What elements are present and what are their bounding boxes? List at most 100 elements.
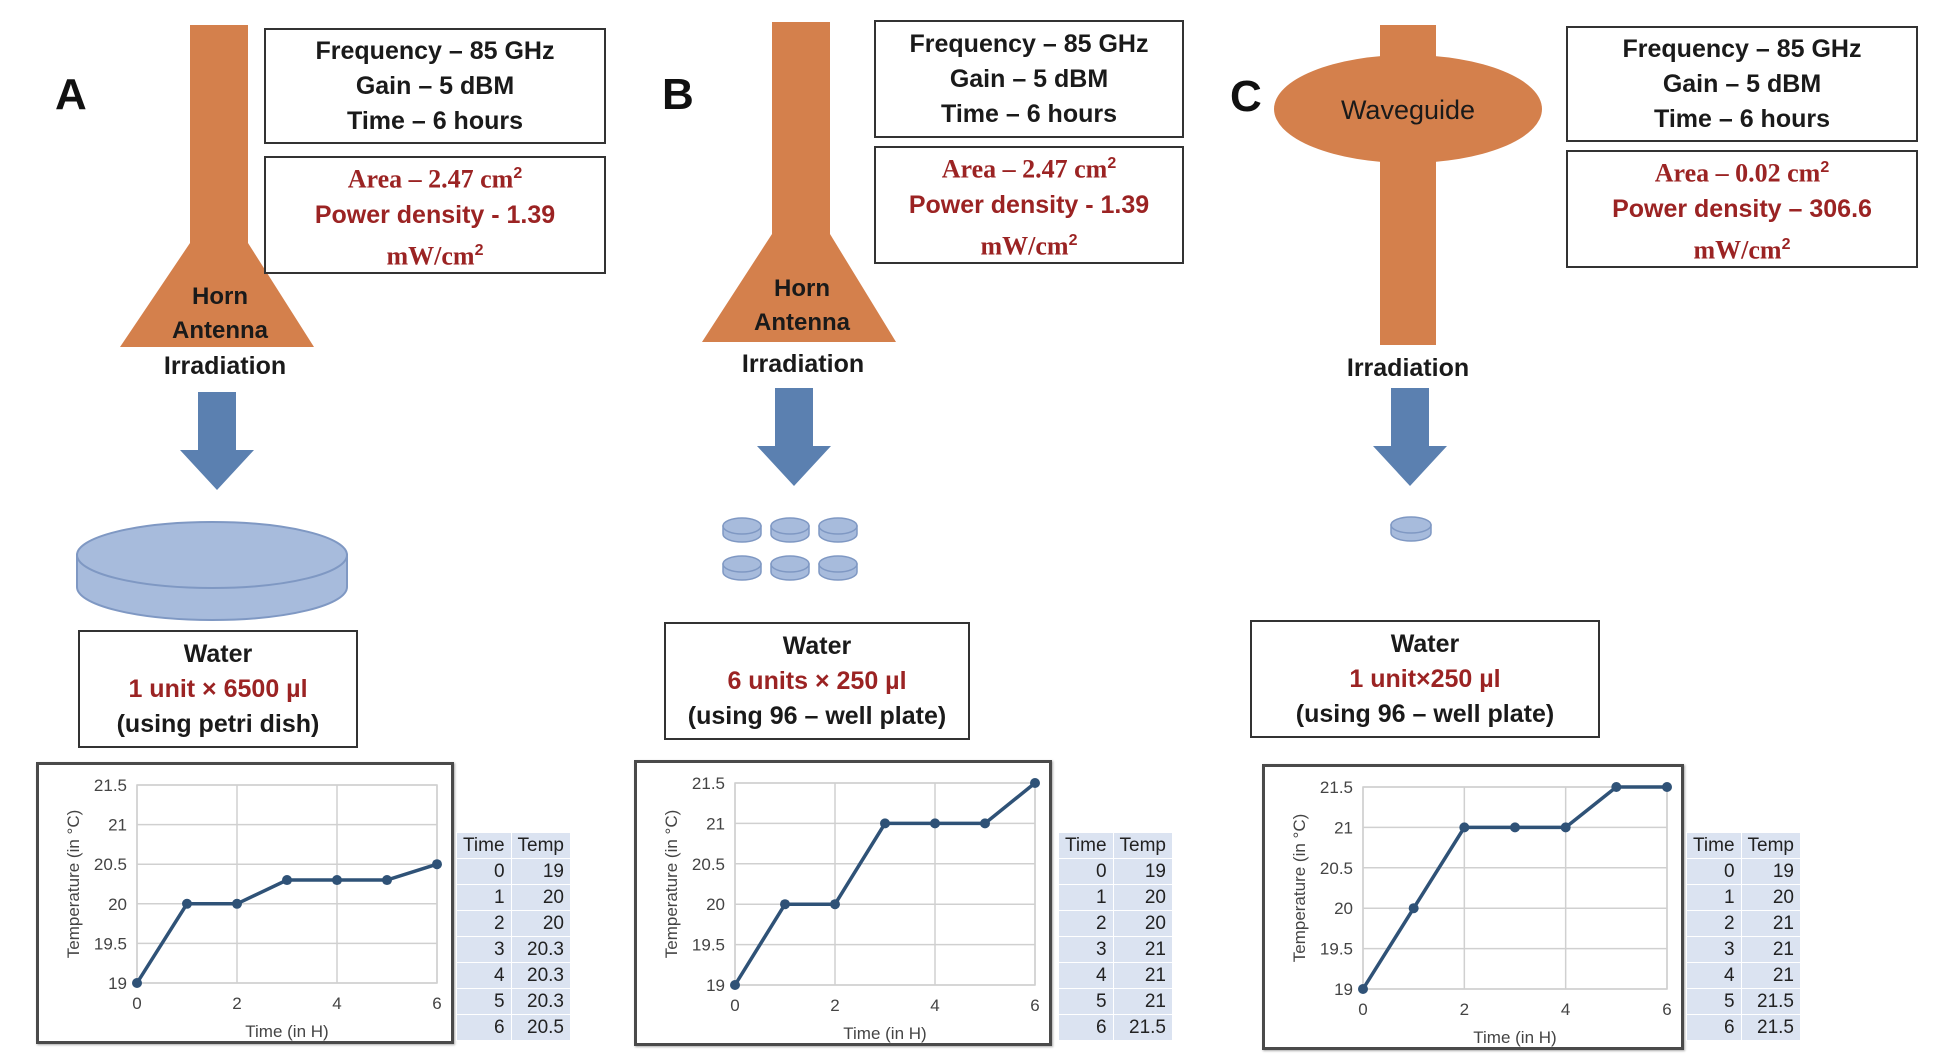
- x-tick-label: 2: [1460, 1000, 1469, 1019]
- irradiation-label: Irradiation: [1346, 354, 1470, 382]
- y-axis-label: Temperature (in °C): [64, 810, 83, 959]
- superscript: 2: [474, 241, 484, 259]
- data-point: [132, 978, 142, 988]
- well-plate-icon: [722, 517, 858, 581]
- table-cell: 4: [456, 962, 512, 989]
- table-header: Temp: [510, 832, 572, 859]
- table-cell: 19: [510, 858, 572, 885]
- table-cell: 20: [510, 884, 572, 911]
- waveguide-label: Waveguide: [1340, 95, 1476, 125]
- area-text: Area – 2.47 cm2: [348, 156, 523, 197]
- table-cell: 20: [1112, 910, 1174, 937]
- y-tick-label: 19: [108, 974, 127, 993]
- power-density-unit: mW/cm2: [981, 223, 1078, 264]
- panel-letter: A: [55, 70, 87, 119]
- density-unit-value: mW/cm: [1693, 234, 1782, 264]
- data-point: [930, 818, 940, 829]
- power-density-unit: mW/cm2: [1694, 227, 1791, 268]
- single-well-icon: [1390, 516, 1432, 542]
- data-point: [182, 898, 192, 909]
- table-cell: 21: [1112, 988, 1174, 1015]
- panel-c: C Waveguide Frequency – 85 GHz Gain – 5 …: [1220, 0, 1933, 1061]
- data-point: [1459, 822, 1470, 833]
- x-axis-label: Time (in H): [245, 1022, 328, 1041]
- data-point: [980, 818, 990, 829]
- antenna-label-line1: Horn: [192, 283, 248, 310]
- table-cell: 6: [1058, 1014, 1114, 1041]
- antenna-label: Horn Antenna: [150, 280, 290, 348]
- data-point: [830, 899, 840, 910]
- well-icon: [722, 555, 762, 581]
- table-cell: 4: [1058, 962, 1114, 989]
- data-point: [282, 875, 292, 886]
- table-cell: 21: [1740, 936, 1802, 963]
- power-density-text: Power density - 1.39: [908, 190, 1150, 219]
- table-cell: 20.5: [510, 1014, 572, 1041]
- data-point: [232, 898, 242, 909]
- x-tick-label: 6: [1662, 1000, 1671, 1019]
- sample-box: Water 1 unit×250 µl (using 96 – well pla…: [1250, 620, 1600, 738]
- data-point: [1408, 903, 1419, 914]
- sample-amount: 6 units × 250 µl: [727, 666, 907, 695]
- table-cell: 0: [1058, 858, 1114, 885]
- time-text: Time – 6 hours: [347, 106, 523, 135]
- table-header-row: Time Temp: [1058, 832, 1174, 859]
- x-tick-label: 4: [332, 994, 341, 1013]
- plot-area: [734, 782, 1036, 986]
- down-arrow-icon: [757, 388, 831, 486]
- table-header: Time: [1686, 832, 1742, 859]
- down-arrow-icon: [180, 392, 254, 490]
- superscript: 2: [1820, 159, 1830, 177]
- sample-box: Water 1 unit × 6500 µl (using petri dish…: [78, 630, 358, 748]
- area-text: Area – 2.47 cm2: [942, 146, 1117, 187]
- table-cell: 6: [456, 1014, 512, 1041]
- table-cell: 0: [456, 858, 512, 885]
- area-text: Area – 0.02 cm2: [1655, 150, 1830, 191]
- well-icon: [770, 555, 810, 581]
- antenna-label-line2: Antenna: [754, 309, 850, 336]
- table-cell: 20: [1740, 884, 1802, 911]
- y-tick-label: 20: [1334, 899, 1353, 918]
- gain-text: Gain – 5 dBM: [949, 64, 1109, 93]
- table-header: Temp: [1740, 832, 1802, 859]
- table-cell: 3: [1686, 936, 1742, 963]
- area-value: Area – 2.47 cm: [941, 154, 1108, 184]
- data-point: [1662, 782, 1672, 792]
- table-cell: 1: [1686, 884, 1742, 911]
- table-cell: 20.3: [510, 936, 572, 963]
- x-tick-label: 6: [432, 994, 441, 1013]
- power-box: Area – 2.47 cm2 Power density - 1.39 mW/…: [874, 146, 1184, 264]
- table-cell: 20.3: [510, 962, 572, 989]
- params-box: Frequency – 85 GHz Gain – 5 dBM Time – 6…: [874, 20, 1184, 138]
- data-point: [1560, 822, 1571, 833]
- area-value: Area – 0.02 cm: [1654, 158, 1821, 188]
- irradiation-label: Irradiation: [163, 352, 287, 380]
- data-point: [1611, 782, 1622, 792]
- x-tick-label: 4: [930, 996, 939, 1015]
- time-text: Time – 6 hours: [1654, 104, 1830, 133]
- params-box: Frequency – 85 GHz Gain – 5 dBM Time – 6…: [264, 28, 606, 144]
- table-header-row: Time Temp: [1686, 832, 1802, 859]
- table-cell: 21: [1740, 962, 1802, 989]
- data-point: [1030, 778, 1040, 788]
- data-point: [332, 875, 342, 886]
- area-value: Area – 2.47 cm: [347, 164, 514, 194]
- y-tick-label: 21.5: [94, 776, 127, 795]
- sample-title: Water: [1390, 629, 1460, 658]
- horn-antenna-icon: [702, 22, 896, 342]
- well-icon: [770, 517, 810, 543]
- panel-b: B Horn Antenna Frequency – 85 GHz Gain –…: [620, 0, 1220, 1061]
